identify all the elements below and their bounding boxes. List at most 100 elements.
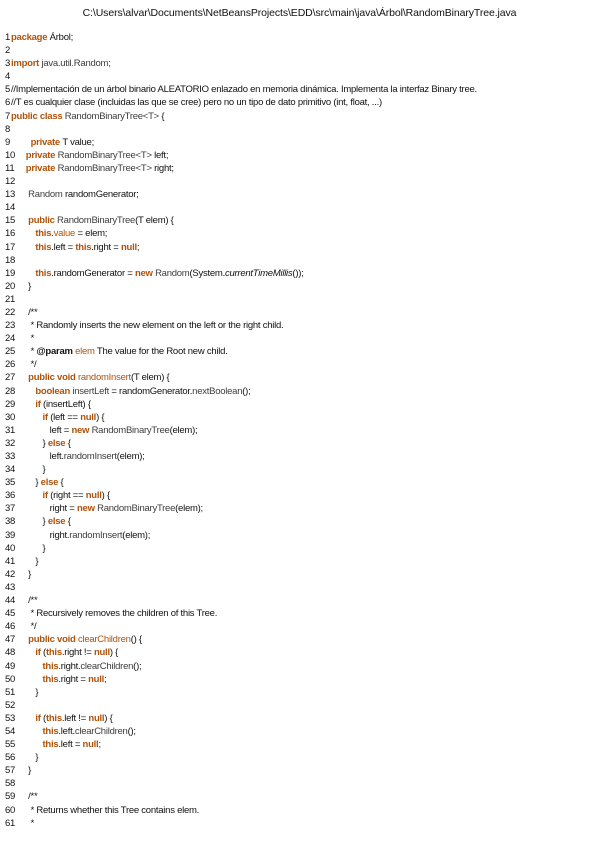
code-token: } [21,464,46,476]
line-number: 33 [5,451,16,462]
code-token: (elem); [175,503,203,515]
line-number: 57 [5,765,16,777]
code-token: } [21,686,39,698]
line-number: 30 [5,411,16,423]
code-token [21,661,43,672]
code-token: @param [36,346,76,358]
line-number: 59 [5,791,16,803]
code-token: ( [43,647,46,659]
line-number: 55 [5,739,16,751]
code-token: this [42,739,59,751]
line-number: 56 [5,752,16,764]
code-token: } [21,280,32,292]
code-token: new [71,424,92,436]
line-number: 35 [5,477,16,489]
code-line: 23 * Randomly inserts the new element on… [5,319,597,332]
code-token: if [35,647,44,659]
code-line: 44 /** [5,594,597,607]
code-token: (insertLeft) { [43,398,91,410]
code-token: randomInsert [77,372,131,384]
code-token [21,674,43,685]
code-token: null [120,241,137,253]
code-token [21,818,31,829]
code-line: 55 this.left = null; [5,738,597,751]
code-token: this [35,241,52,253]
code-token: ) { [109,647,119,659]
code-token: .right. [58,660,81,672]
code-token: this [42,660,59,672]
line-number: 7 [5,110,11,122]
code-token: //T es cualquier clase (incluidas las qu… [11,97,382,109]
code-token: } [21,437,48,449]
line-number: 4 [5,71,11,83]
code-line: 50 this.right = null; [5,673,597,686]
code-token: this [75,241,92,253]
code-token: RandomBinaryTree [57,215,136,227]
code-line: 41 } [5,555,597,568]
code-token: if [35,712,44,724]
line-number: 1 [5,32,11,43]
code-token: /** [28,306,38,318]
code-token: ) { [96,411,105,423]
code-line: 34 } [5,463,597,476]
line-number: 44 [5,595,16,607]
code-token: .left != [61,712,89,724]
code-line: 14 [5,201,597,214]
line-number: 48 [5,647,16,659]
code-line: 25 * @param elem The value for the Root … [5,345,597,358]
code-line: 42 } [5,568,597,581]
code-line: 48 if (this.right != null) { [5,646,597,659]
code-line: 15 public RandomBinaryTree(T elem) { [5,214,597,227]
code-token: new [134,267,156,279]
code-token: * Randomly inserts the new element on th… [30,320,284,332]
line-number: 50 [5,673,16,685]
code-line: 17 this.left = this.right = null; [5,241,597,254]
code-token: public void [28,634,78,646]
line-number: 16 [5,228,16,240]
code-line: 52 [5,699,597,712]
code-token: { [67,516,71,528]
line-number: 15 [5,215,16,227]
line-number: 29 [5,398,16,410]
code-line: 32 } else { [5,437,597,450]
code-token: } [21,516,48,528]
code-line: 11 private RandomBinaryTree<T> right; [5,162,597,175]
code-token: boolean [35,385,73,397]
code-line: 22 /** [5,306,597,319]
code-token: .right = [58,673,89,685]
code-token [21,399,35,410]
code-token: * Returns whether this Tree contains ele… [30,804,200,816]
code-token: ; [104,673,107,685]
code-token [21,490,43,501]
code-token: randomGenerator; [64,189,139,201]
code-token: right = [21,503,77,515]
code-line: 38 } else { [5,515,597,528]
line-number: 49 [5,660,16,672]
code-line: 27 public void randomInsert(T elem) { [5,371,597,384]
code-token: elem [75,346,95,358]
code-token [21,726,43,737]
code-token: import [11,58,42,70]
line-number: 31 [5,424,16,436]
code-token: () { [130,634,142,646]
code-token: right; [154,162,174,174]
code-token: * [30,333,35,345]
code-token [21,412,43,423]
code-line: 6//T es cualquier clase (incluidas las q… [5,96,597,109]
line-number: 27 [5,372,16,384]
code-token: new [76,503,98,515]
code-token: } [21,477,41,489]
code-line: 33 left.randomInsert(elem); [5,450,597,463]
line-number: 52 [5,699,16,711]
line-number: 37 [5,503,16,515]
code-token: value [53,228,76,240]
code-line: 8 [5,123,597,136]
line-number: 45 [5,608,16,620]
code-token: .left = [51,241,76,253]
code-token: */ [30,359,37,371]
code-line: 20 } [5,280,597,293]
code-token: this [42,725,59,737]
code-token: = randomGenerator. [108,385,193,397]
code-token: null [88,712,105,724]
